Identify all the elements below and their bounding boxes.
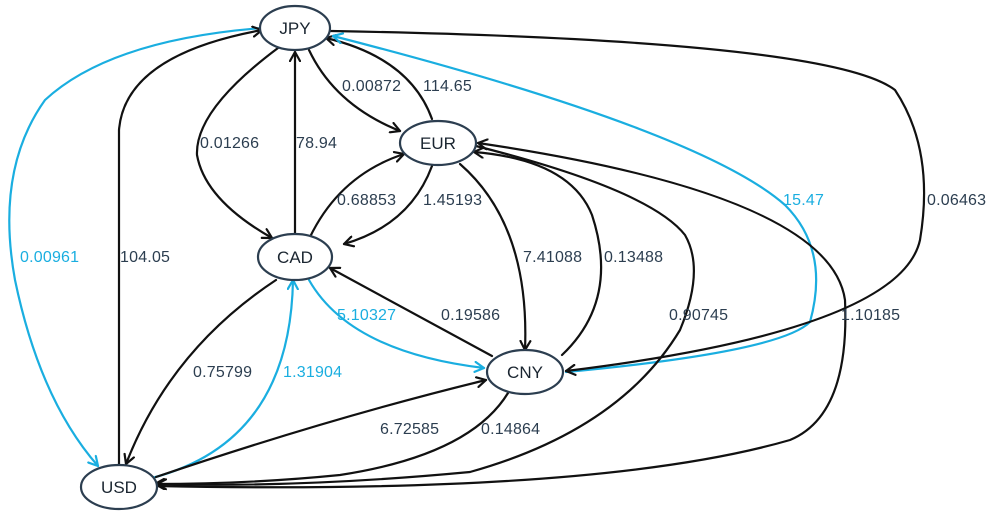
edge-usd-to-cny[interactable] — [154, 380, 488, 479]
node-cad-label: CAD — [277, 248, 313, 267]
edge-usd-to-eur[interactable] — [155, 143, 847, 489]
label-cad-to-jpy: 78.94 — [296, 135, 337, 152]
node-cny-label: CNY — [507, 363, 543, 382]
edge-cny-to-eur[interactable] — [472, 152, 603, 357]
edge-jpy-to-cny[interactable] — [329, 29, 926, 371]
label-cny-to-jpy: 15.47 — [783, 192, 824, 209]
edge-jpy-to-eur[interactable] — [307, 48, 402, 131]
edge-jpy-to-usd[interactable] — [8, 26, 264, 468]
label-eur-to-usd: 0.90745 — [669, 307, 728, 324]
edge-jpy-to-cad[interactable] — [195, 46, 280, 240]
node-usd-label: USD — [101, 478, 137, 497]
edge-cad-to-usd[interactable] — [126, 278, 278, 466]
node-usd-shape — [79, 463, 159, 511]
node-cny-shape — [485, 348, 565, 396]
edge-eur-to-jpy[interactable] — [324, 38, 434, 121]
edges — [8, 26, 926, 489]
label-cny-to-eur: 0.13488 — [604, 249, 663, 266]
edge-cny-to-jpy[interactable] — [331, 36, 818, 374]
node-usd[interactable]: USD — [79, 463, 159, 511]
label-usd-to-eur: 1.10185 — [841, 307, 900, 324]
node-jpy[interactable]: JPY — [258, 4, 332, 52]
label-jpy-to-cad: 0.01266 — [200, 135, 259, 152]
label-eur-to-cad: 1.45193 — [423, 192, 482, 209]
label-eur-to-jpy: 114.65 — [423, 78, 472, 95]
node-eur[interactable]: EUR — [398, 119, 478, 167]
label-cny-to-cad: 0.19586 — [441, 307, 500, 324]
label-jpy-to-eur: 0.00872 — [342, 78, 401, 95]
node-eur-shape — [398, 119, 478, 167]
edge-eur-to-cad[interactable] — [342, 164, 434, 244]
edge-usd-to-jpy[interactable] — [117, 30, 264, 468]
node-cad-shape — [256, 232, 334, 282]
edge-cny-to-usd[interactable] — [153, 391, 510, 484]
node-cny[interactable]: CNY — [485, 348, 565, 396]
edge-eur-to-usd[interactable] — [155, 144, 695, 485]
edge-cad-to-cny[interactable] — [307, 278, 486, 368]
label-eur-to-cny: 7.41088 — [523, 249, 582, 266]
label-cny-to-usd: 0.14864 — [481, 421, 540, 438]
node-jpy-label: JPY — [279, 19, 310, 38]
label-usd-to-cad: 1.31904 — [283, 364, 342, 381]
label-cad-to-cny: 5.10327 — [337, 307, 396, 324]
node-cad[interactable]: CAD — [256, 232, 334, 282]
label-usd-to-jpy: 104.05 — [120, 249, 170, 266]
label-cad-to-eur: 0.68853 — [337, 192, 396, 209]
edge-eur-to-cny[interactable] — [458, 162, 525, 352]
label-cad-to-usd: 0.75799 — [193, 364, 252, 381]
label-jpy-to-usd: 0.00961 — [20, 249, 79, 266]
edge-cny-to-cad[interactable] — [328, 268, 494, 358]
node-eur-label: EUR — [420, 134, 456, 153]
label-jpy-to-cny: 0.06463 — [927, 192, 986, 209]
edge-cad-to-eur[interactable] — [308, 154, 406, 239]
edge-labels: 0.00872 114.65 0.01266 78.94 0.68853 1.4… — [20, 78, 986, 438]
node-jpy-shape — [258, 4, 332, 52]
label-usd-to-cny: 6.72585 — [380, 421, 439, 438]
